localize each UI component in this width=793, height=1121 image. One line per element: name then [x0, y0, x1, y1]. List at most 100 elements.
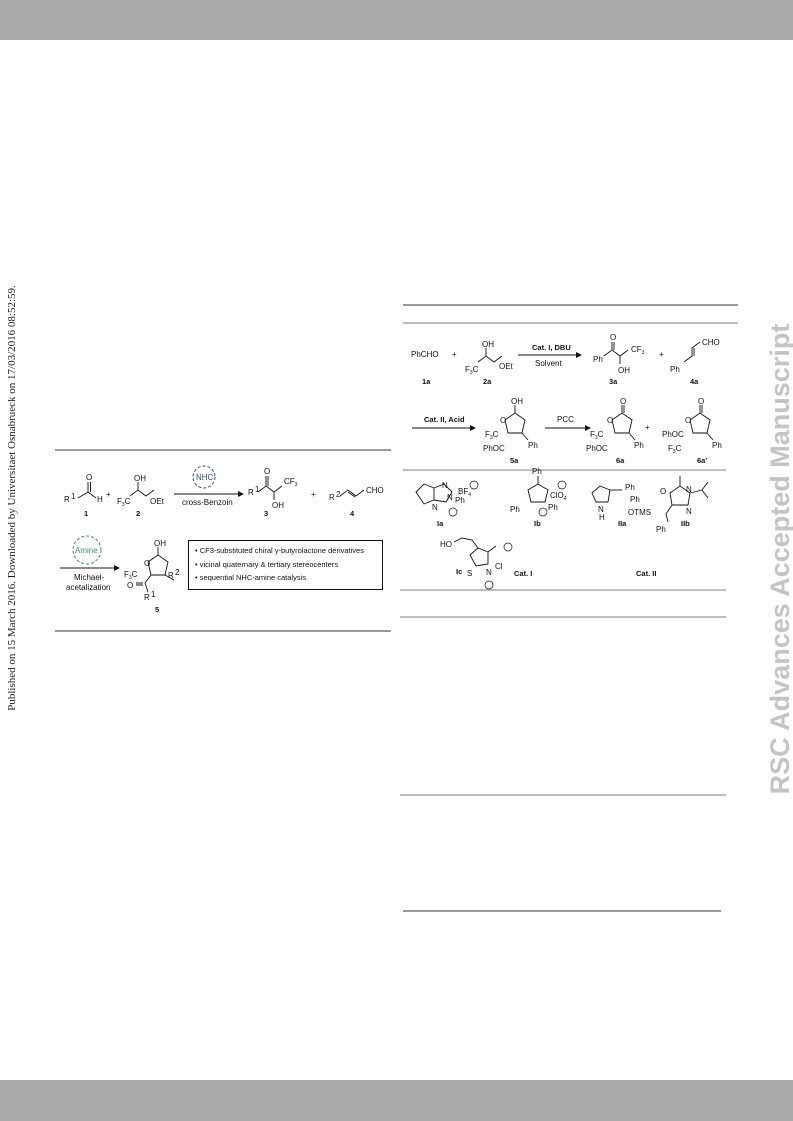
michael-label: Michael-	[74, 573, 105, 582]
svg-text:BF4: BF4	[458, 487, 471, 498]
catalyst-iib-label: IIb	[681, 519, 690, 528]
svg-text:O: O	[620, 397, 626, 406]
features-box: • CF3-substituted chiral γ-butyrolactone…	[188, 540, 383, 590]
svg-text:N: N	[686, 485, 692, 494]
svg-text:Ph: Ph	[670, 365, 680, 374]
svg-text:N: N	[598, 505, 604, 514]
svg-text:PhOC: PhOC	[662, 430, 684, 439]
svg-text:+: +	[659, 350, 664, 359]
compound-5a-label: 5a	[510, 456, 519, 465]
svg-text:O: O	[127, 581, 133, 590]
svg-text:Ph: Ph	[510, 505, 520, 514]
svg-text:R: R	[144, 593, 150, 602]
svg-text:ClO4: ClO4	[550, 491, 567, 502]
compound-5-structure: OH O F3C O R 1 R 2 5	[124, 539, 180, 614]
catalyst-ic-label: Ic	[456, 567, 462, 576]
row2-cond-1: Cat. II, Acid	[424, 415, 465, 424]
svg-text:O: O	[607, 416, 613, 425]
svg-text:CHO: CHO	[366, 486, 384, 495]
row1-cond-top: Cat. I, DBU	[532, 343, 571, 352]
row1-cond-bottom: Solvent	[535, 359, 562, 368]
svg-text:OH: OH	[618, 366, 630, 375]
feature-item-2: • vicinal quaternary & tertiary stereoce…	[195, 559, 339, 569]
catalyst-iia-structure: Ph Ph OTMS N H	[591, 483, 651, 522]
svg-text:2: 2	[336, 490, 341, 499]
compound-5-label: 5	[155, 605, 159, 614]
svg-text:CHO: CHO	[702, 338, 720, 347]
f3c-label-2: F3C	[117, 497, 131, 508]
plus-2: +	[311, 490, 316, 499]
svg-text:2: 2	[175, 568, 180, 577]
svg-text:1: 1	[255, 485, 260, 494]
svg-text:F3C: F3C	[668, 444, 682, 455]
svg-text:PhOC: PhOC	[483, 444, 505, 453]
svg-text:H: H	[599, 513, 605, 522]
svg-text:Amine: Amine	[75, 546, 98, 555]
compound-6a-prime-label: 6a'	[697, 456, 707, 465]
svg-text:Ph: Ph	[455, 496, 465, 505]
compound-2-structure: OH F3C OEt 2	[117, 474, 165, 518]
svg-text:O: O	[610, 333, 616, 342]
svg-text:Ph: Ph	[528, 441, 538, 450]
cross-benzoin-label: cross-Benzoin	[182, 498, 233, 507]
compound-3a-structure: O Ph CF3 OH	[593, 333, 645, 375]
svg-text:F3C: F3C	[485, 430, 499, 441]
svg-text:Ph: Ph	[656, 525, 666, 534]
cat-i-label: Cat. I	[514, 569, 532, 578]
compound-2a-label: 2a	[483, 377, 492, 386]
svg-text:N: N	[442, 481, 448, 490]
svg-text:Ph: Ph	[634, 441, 644, 450]
svg-text:O: O	[685, 416, 691, 425]
compound-6a-prime-structure: O O PhOC F3C Ph	[662, 397, 722, 455]
feature-item-1: • CF3-substituted chiral γ-butyrolactone…	[195, 546, 364, 555]
catalyst-iia-label: IIa	[618, 519, 627, 528]
svg-text:S: S	[467, 569, 472, 578]
svg-text:O: O	[698, 397, 704, 406]
svg-text:O: O	[500, 416, 506, 425]
compound-3-structure: O R 1 CF3 OH 3	[248, 467, 298, 518]
svg-text:Ph: Ph	[593, 355, 603, 364]
svg-text:N: N	[486, 568, 492, 577]
svg-text:Ph: Ph	[625, 483, 635, 492]
svg-text:Ph: Ph	[712, 441, 722, 450]
svg-text:O: O	[660, 487, 666, 496]
svg-text:Ph: Ph	[630, 495, 640, 504]
phcho-label: PhCHO	[411, 350, 439, 359]
svg-text:+: +	[645, 423, 650, 432]
compound-6a-label: 6a	[616, 456, 625, 465]
svg-text:O: O	[144, 559, 150, 568]
catalyst-iib-structure: O N N Ph	[656, 476, 709, 534]
svg-text:PhOC: PhOC	[586, 444, 608, 453]
oh-label-2: OH	[134, 474, 146, 483]
svg-text:CF3: CF3	[284, 477, 298, 488]
r1-label: R	[64, 495, 70, 504]
cat-ii-label: Cat. II	[636, 569, 656, 578]
compound-2a-structure: OH F3C OEt	[465, 340, 514, 376]
svg-text:N: N	[432, 503, 438, 512]
plus-1: +	[106, 490, 111, 499]
feature-item-3: • sequential NHC-amine catalysis	[195, 573, 307, 582]
svg-text:N: N	[686, 507, 692, 516]
svg-text:NHC: NHC	[196, 473, 214, 482]
compound-4a-structure: CHO Ph	[670, 338, 720, 374]
svg-text:OEt: OEt	[499, 362, 514, 371]
catalyst-ia-structure: N N N Ph BF4	[415, 480, 479, 517]
svg-text:O: O	[264, 467, 270, 476]
oet-label-2: OEt	[150, 497, 165, 506]
h-label: H	[97, 495, 103, 504]
compound-4-label: 4	[350, 509, 355, 518]
svg-text:R: R	[329, 493, 335, 502]
svg-text:1: 1	[151, 590, 156, 599]
compound-6a-structure: O O F3C PhOC Ph	[586, 397, 644, 453]
catalyst-ic-structure: HO S N Cl	[440, 537, 513, 590]
bottom-grey-band	[0, 1080, 793, 1121]
svg-text:CF3: CF3	[631, 345, 645, 356]
acetalization-label: acetalization	[66, 583, 110, 592]
compound-1-label: 1	[84, 509, 88, 518]
svg-text:OH: OH	[482, 340, 494, 349]
amine-catalyst-circle: Amine	[72, 535, 102, 565]
svg-text:F3C: F3C	[465, 365, 479, 376]
svg-text:N: N	[447, 493, 453, 502]
row2-cond-2: PCC	[557, 415, 574, 424]
